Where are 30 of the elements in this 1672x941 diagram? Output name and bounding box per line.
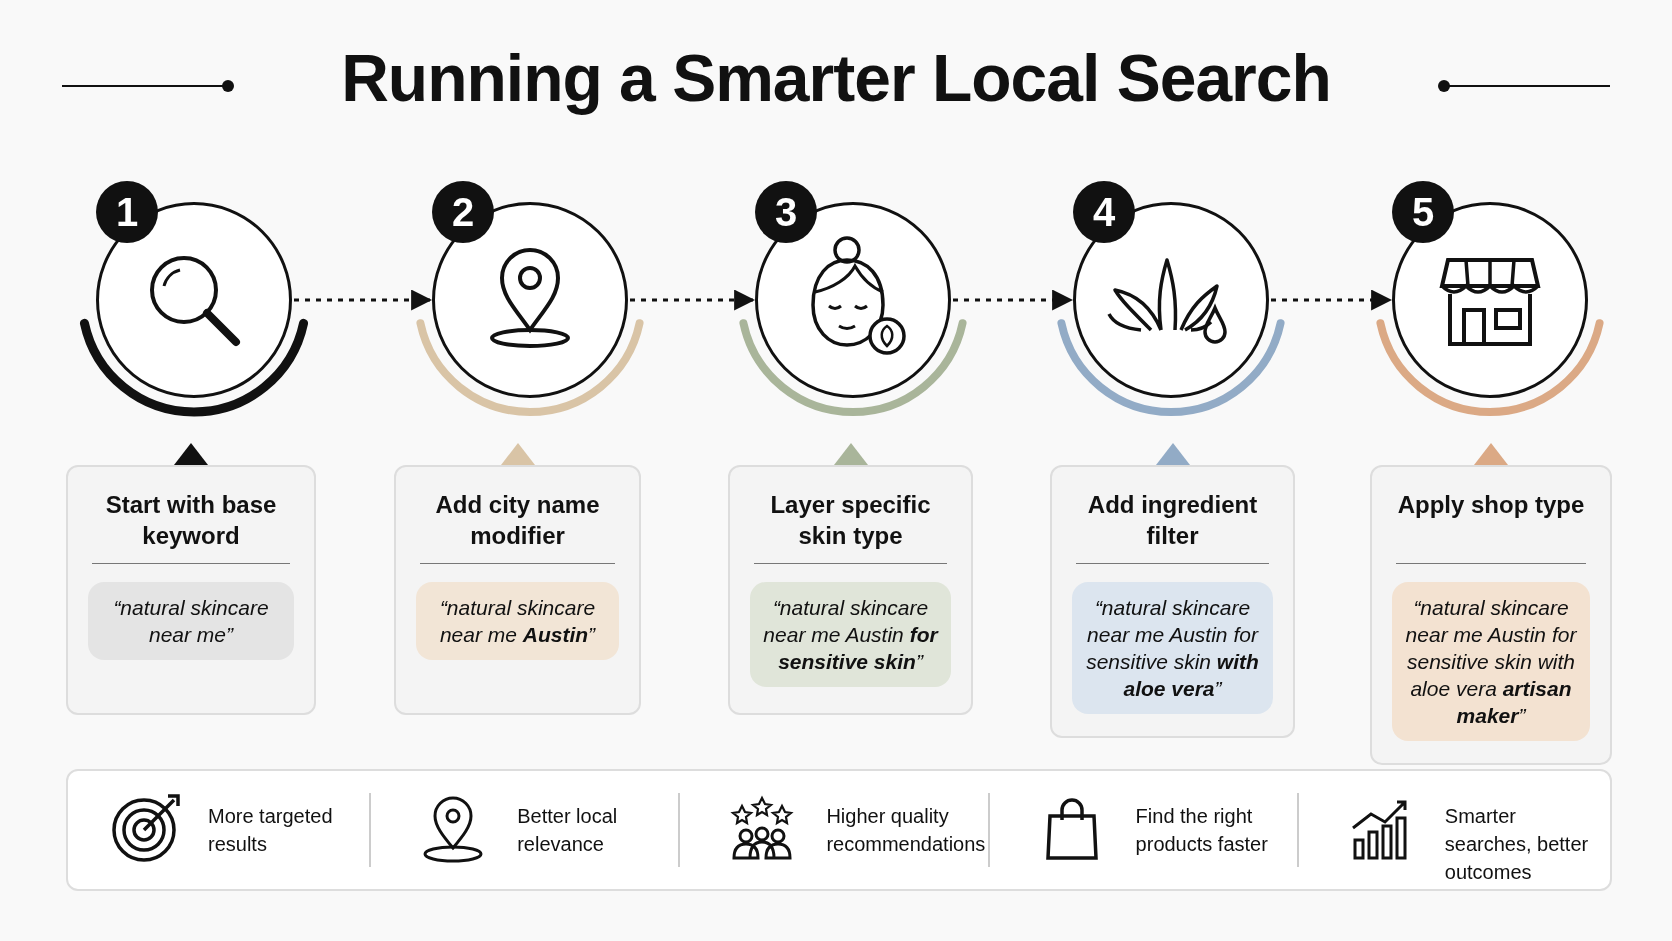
step-title: Start with base keyword [104, 490, 278, 551]
arrow [953, 289, 1074, 311]
step-card [728, 465, 973, 715]
step-number-badge: 1 [96, 181, 158, 243]
step-card [1050, 465, 1295, 738]
step-title: Apply shop type [1396, 490, 1586, 520]
step-number-badge: 4 [1073, 181, 1135, 243]
example-query: “natural skincare near me Austin for sensitive skin with aloe vera” [1072, 582, 1273, 714]
benefit-text: Smarter searches, better outcomes [1444, 804, 1590, 885]
step-title: Add ingredient filter [1086, 490, 1259, 551]
step-title: Layer specific skin type [769, 490, 932, 551]
arrow [1271, 289, 1393, 311]
step-title: Add city name modifier [434, 490, 601, 551]
example-query: “natural skincare near me Austin for sensitive skin with aloe vera artisan maker” [1392, 582, 1590, 741]
benefit-text: Find the right products faster [1135, 804, 1269, 857]
benefit-text: Better local relevance [517, 804, 619, 857]
step-card [1370, 465, 1612, 765]
step-number-badge: 3 [755, 181, 817, 243]
example-query: “natural skincare near me Austin for sensitive skin” [750, 582, 951, 687]
example-query: “natural skincare near me” [88, 582, 294, 660]
step-number-badge: 2 [432, 181, 494, 243]
example-query: “natural skincare near me Austin” [416, 582, 619, 660]
arrow [294, 289, 433, 311]
step-number-badge: 5 [1392, 181, 1454, 243]
benefit-text: More targeted results [208, 804, 334, 857]
title: Running a Smarter Local Search [341, 41, 1331, 115]
step-card [394, 465, 641, 715]
benefit-text: Higher quality recommendations [826, 804, 986, 857]
step-card [66, 465, 316, 715]
arrow [630, 289, 756, 311]
